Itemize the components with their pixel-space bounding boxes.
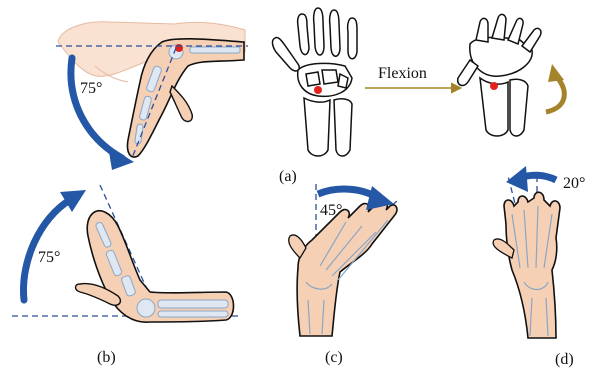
rotation-arrow-head — [548, 64, 564, 82]
neutral-rotation-point — [314, 86, 322, 94]
ulnar-angle-label: 45° — [320, 202, 342, 219]
ulnar-hand — [297, 200, 397, 336]
caption-d: (d) — [555, 351, 574, 368]
panel-a-wrist-bones: Flexion (a) — [272, 8, 564, 185]
panel-b-extension-hand: 75° (b) — [12, 185, 238, 366]
flexed-wrist-skeleton — [458, 14, 541, 136]
ulnar-arrow — [318, 189, 378, 198]
neutral-wrist-skeleton — [272, 8, 357, 156]
caption-b: (b) — [97, 349, 116, 366]
panel-c-ulnar-deviation: 45° (c) — [289, 184, 398, 366]
radial-angle-label: 20° — [563, 175, 585, 192]
flexion-arrow-label: Flexion — [378, 65, 427, 82]
flexed-thumb — [170, 86, 192, 121]
rotation-center-point — [175, 44, 183, 52]
caption-c: (c) — [325, 349, 343, 366]
flexion-angle-label: 75° — [80, 80, 102, 97]
panel-d-radial-deviation: 20° (d) — [493, 166, 585, 368]
extension-angle-label: 75° — [38, 249, 60, 266]
panel-flexion-hand: 75° — [56, 22, 248, 170]
flexed-rotation-point — [490, 82, 498, 90]
caption-a: (a) — [279, 168, 297, 185]
